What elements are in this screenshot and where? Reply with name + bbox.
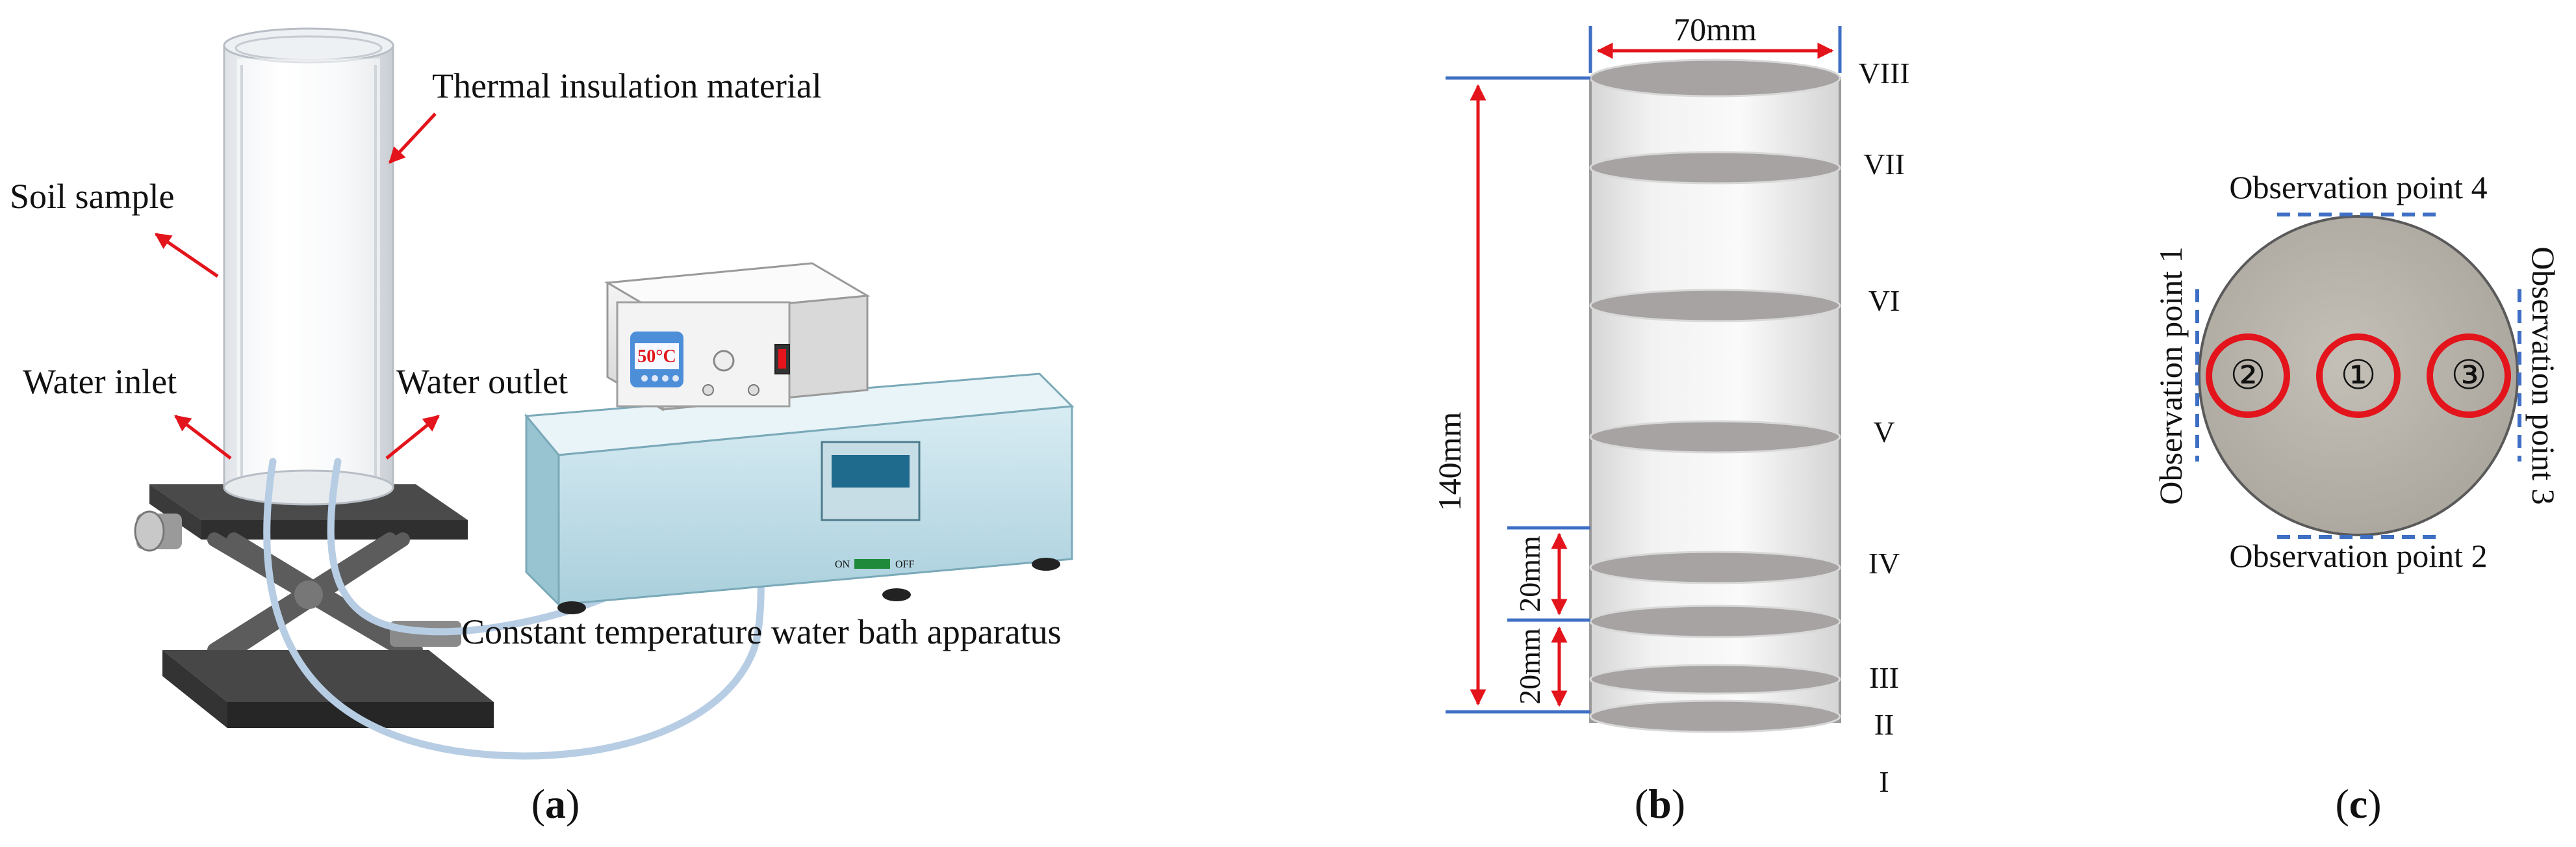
layer-disc (1589, 59, 1841, 98)
layer-labels: VIII VII VI V IV III I (1858, 57, 1909, 798)
insulated-cylinder (223, 27, 394, 506)
height-label: 140mm (1431, 412, 1468, 512)
layer-label: I (1879, 765, 1889, 798)
marker-circle (2427, 333, 2511, 418)
caption-b: (b) (1635, 781, 1685, 827)
temperature-readout: 50°C (637, 346, 676, 367)
lab-jack (134, 484, 494, 728)
panel-a: ON OFF 50°C (10, 27, 1075, 827)
observation-point-2: Observation point 2 (2229, 538, 2487, 574)
on-label: ON (835, 559, 850, 570)
layer-disc (1589, 551, 1841, 584)
water-bath: ON OFF (524, 372, 1075, 614)
height-dimension: 140mm (1431, 76, 1590, 714)
caption-c-letter: c (2349, 781, 2367, 827)
layer-label: VIII (1858, 57, 1909, 90)
layer-disc (1589, 699, 1841, 733)
layer-disc (1589, 151, 1841, 185)
layer-label: VII (1863, 148, 1905, 181)
layer-disc (1589, 605, 1841, 638)
layer-label: III (1869, 661, 1899, 694)
marker-circle (2206, 333, 2290, 418)
observation-point-3: Observation point 3 (2525, 246, 2562, 504)
layer-label: V (1873, 415, 1894, 449)
marker-label: ① (2340, 354, 2377, 398)
power-switch[interactable] (854, 559, 890, 569)
layer-label: II (1874, 708, 1894, 741)
label-water-inlet: Water inlet (23, 362, 177, 401)
caption-c: (c) (2335, 781, 2381, 827)
label-thermal-insulation: Thermal insulation material (432, 66, 822, 105)
control-knob[interactable] (713, 350, 735, 372)
panel-a-arrows (154, 112, 440, 460)
measurement-markers: ② ① ③ (2206, 333, 2511, 418)
bath-display-screen (832, 455, 910, 488)
off-label: OFF (895, 559, 914, 570)
label-bath-apparatus: Constant temperature water bath apparatu… (461, 612, 1062, 651)
spacing-dimensions: 20mm 20mm (1507, 526, 1590, 707)
diameter-label: 70mm (1674, 11, 1757, 47)
caption-a-letter: a (545, 781, 566, 827)
layer-label: IV (1868, 547, 1900, 580)
spacing-label-upper: 20mm (1513, 536, 1546, 612)
marker-circle (2316, 333, 2401, 418)
label-soil-sample: Soil sample (10, 177, 175, 216)
layer-disc (1589, 289, 1841, 322)
marker-label: ② (2230, 354, 2266, 398)
spacing-label-lower: 20mm (1513, 628, 1546, 705)
panel-c: ② ① ③ Observation point 4 Observation po… (2152, 169, 2562, 827)
observation-lines (2195, 213, 2521, 539)
layer-disc (1589, 664, 1841, 695)
observation-point-1: Observation point 1 (2152, 246, 2189, 504)
label-water-outlet: Water outlet (396, 362, 568, 401)
layer-disc (1589, 420, 1841, 454)
temperature-controller: 50°C (604, 262, 871, 411)
diameter-dimension: 70mm (1588, 11, 1842, 73)
layer-discs (1589, 59, 1841, 733)
marker-label: ③ (2451, 354, 2487, 398)
observation-point-4: Observation point 4 (2229, 169, 2487, 205)
caption-b-letter: b (1648, 781, 1672, 827)
caption-a: (a) (531, 781, 580, 827)
layer-label: VI (1868, 284, 1900, 317)
panel-b: 70mm 140mm 20mm 20mm VIII VII VI V IV II… (1431, 11, 1910, 827)
